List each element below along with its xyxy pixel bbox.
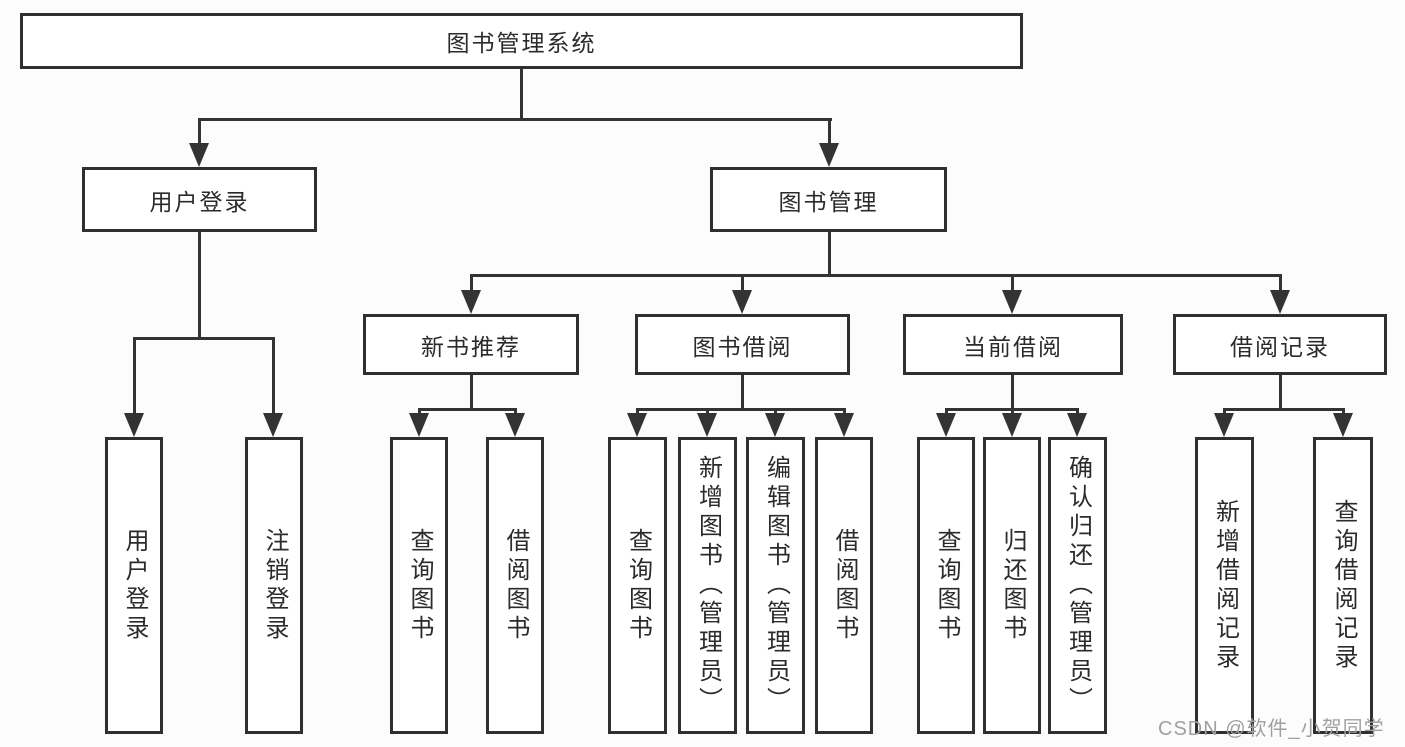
connector-user-login-branch: [133, 337, 274, 340]
arrowhead-down-icon: [1270, 290, 1290, 314]
arrowhead-down-icon: [1067, 413, 1087, 437]
node-book-management: 图书管理: [710, 167, 947, 232]
arrowhead-down-icon: [505, 413, 525, 437]
connector-drop: [636, 408, 639, 416]
connector-root-branch: [198, 118, 832, 121]
node-edit-books-admin: 编辑图书（管理员）: [746, 437, 805, 734]
connector-root-stem: [520, 69, 523, 118]
arrowhead-down-icon: [765, 413, 785, 437]
connector-drop: [1342, 408, 1345, 416]
connector-book-borrow-stem: [741, 375, 744, 408]
connector-user-login-stem: [198, 232, 201, 337]
node-return-books: 归还图书: [983, 437, 1041, 734]
node-query-books-current: 查询图书: [917, 437, 975, 734]
connector-book-management-stem: [828, 232, 831, 274]
connector-drop: [774, 408, 777, 416]
arrowhead-down-icon: [1214, 413, 1234, 437]
connector-drop: [706, 408, 709, 416]
arrowhead-down-icon: [1002, 413, 1022, 437]
arrowhead-down-icon: [819, 143, 839, 167]
arrowhead-down-icon: [461, 290, 481, 314]
arrowhead-down-icon: [627, 413, 647, 437]
node-borrowing-records: 借阅记录: [1173, 314, 1387, 375]
node-confirm-return-admin: 确认归还（管理员）: [1048, 437, 1107, 734]
node-add-borrow-record: 新增借阅记录: [1195, 437, 1254, 734]
arrowhead-down-icon: [936, 413, 956, 437]
connector-borrow-records-branch: [1224, 408, 1344, 411]
connector-current-borrow-stem: [1011, 375, 1014, 408]
connector-drop-book-management: [828, 118, 831, 146]
node-query-books-borrowing: 查询图书: [608, 437, 667, 734]
arrowhead-down-icon: [834, 413, 854, 437]
node-add-books-admin: 新增图书（管理员）: [678, 437, 737, 734]
arrowhead-down-icon: [409, 413, 429, 437]
node-borrow-books-recommend: 借阅图书: [486, 437, 544, 734]
connector-drop-user-login: [198, 118, 201, 146]
node-query-borrow-record: 查询借阅记录: [1313, 437, 1373, 734]
connector-drop: [1223, 408, 1226, 416]
arrowhead-down-icon: [697, 413, 717, 437]
node-user-login: 用户登录: [82, 167, 317, 232]
node-book-borrowing: 图书借阅: [635, 314, 850, 375]
arrowhead-down-icon: [263, 413, 283, 437]
connector-drop: [418, 408, 421, 416]
node-new-book-recommendation: 新书推荐: [363, 314, 579, 375]
node-library-management-system: 图书管理系统: [20, 13, 1023, 69]
connector-drop-current-borrow: [1011, 274, 1014, 294]
arrowhead-down-icon: [189, 143, 209, 167]
node-current-borrowing: 当前借阅: [903, 314, 1123, 375]
node-logout: 注销登录: [245, 437, 303, 734]
connector-drop-new-book: [470, 274, 473, 294]
connector-drop: [1011, 408, 1014, 416]
connector-book-borrow-branch: [637, 408, 845, 411]
arrowhead-down-icon: [1002, 290, 1022, 314]
connector-drop-book-borrow: [741, 274, 744, 294]
arrowhead-down-icon: [732, 290, 752, 314]
connector-drop-borrow-records: [1279, 274, 1282, 294]
arrowhead-down-icon: [124, 413, 144, 437]
connector-drop: [843, 408, 846, 416]
connector-drop: [945, 408, 948, 416]
node-query-books-recommend: 查询图书: [390, 437, 448, 734]
connector-drop-logout-leaf: [272, 337, 275, 415]
connector-drop-login-leaf: [133, 337, 136, 415]
connector-drop: [514, 408, 517, 416]
connector-new-book-stem: [470, 375, 473, 408]
connector-book-management-branch: [470, 274, 1282, 277]
connector-new-book-branch: [419, 408, 516, 411]
connector-drop: [1076, 408, 1079, 416]
connector-borrow-records-stem: [1279, 375, 1282, 408]
arrowhead-down-icon: [1333, 413, 1353, 437]
node-borrow-books-borrowing: 借阅图书: [815, 437, 873, 734]
watermark: CSDN @软件_小贺同学: [1158, 718, 1385, 740]
node-user-login-leaf: 用户登录: [105, 437, 163, 734]
